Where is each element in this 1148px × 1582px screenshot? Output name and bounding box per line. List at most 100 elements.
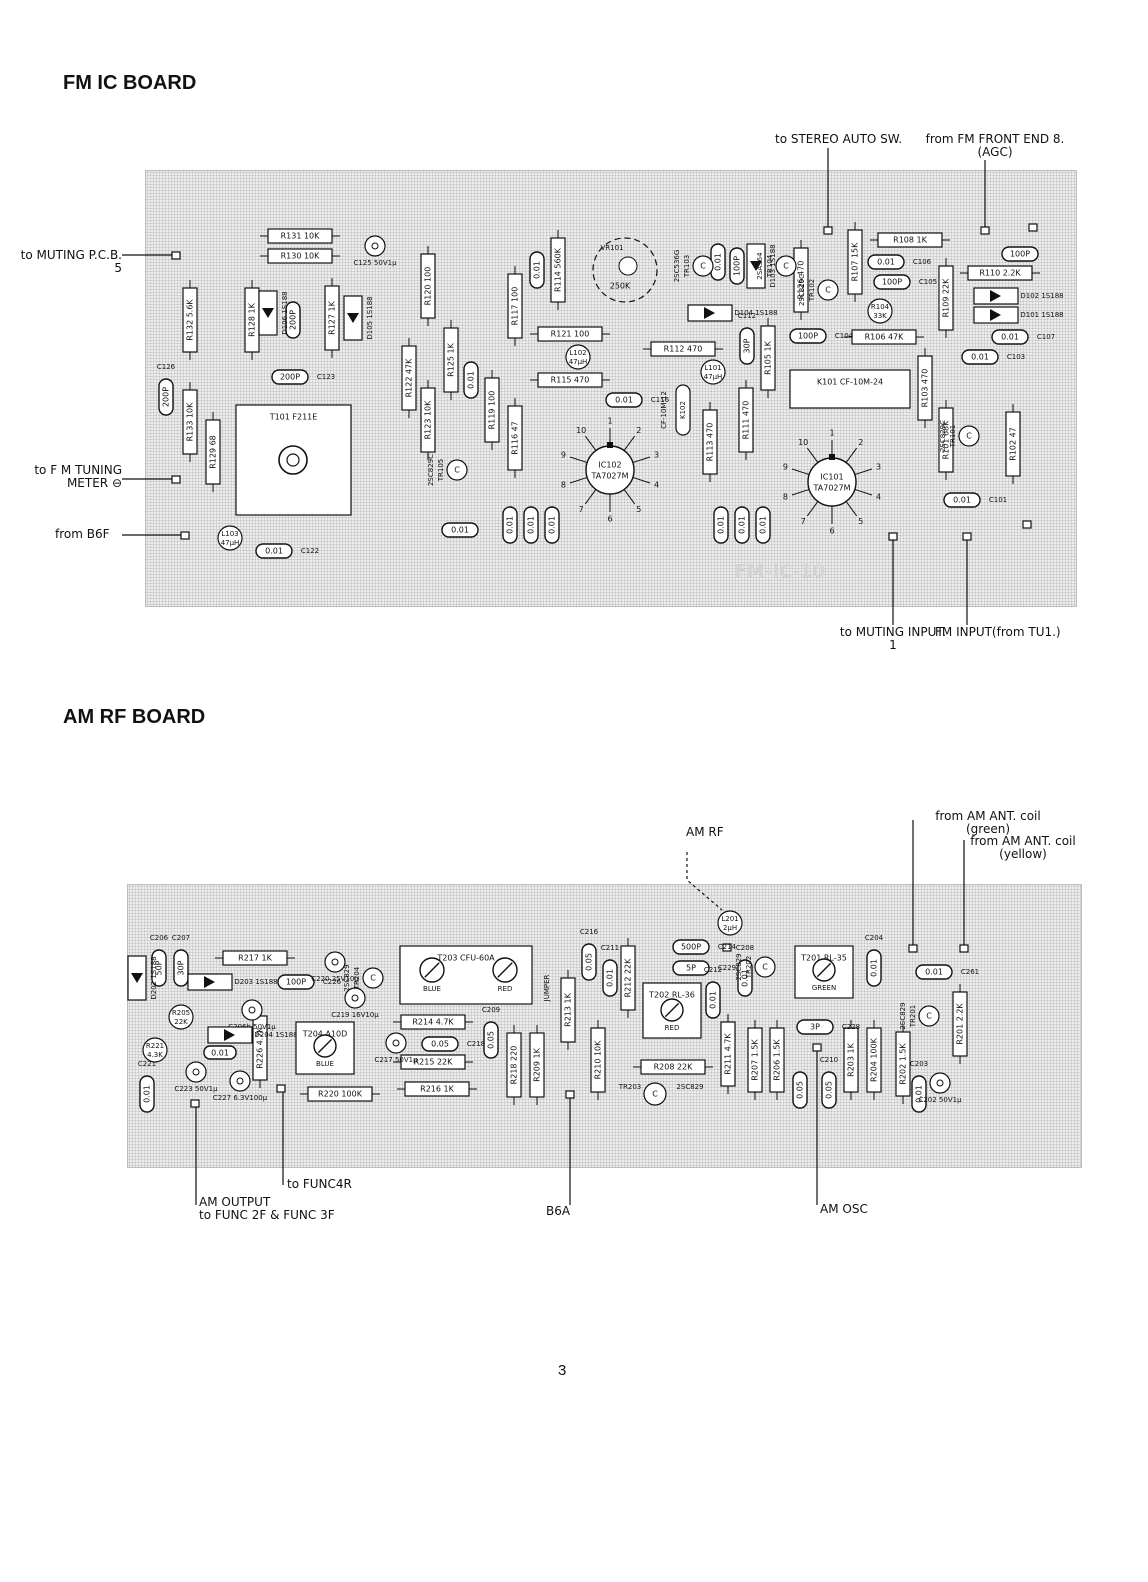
r128-label: R128 1K — [248, 302, 257, 336]
am-pad-func4r — [276, 1084, 286, 1093]
c106-value: 0.01 — [877, 258, 895, 267]
ic102-pin-lead — [569, 456, 588, 464]
resistor-r129: R129 68 — [205, 412, 221, 492]
fm-pad-stereo-auto-sw — [823, 226, 833, 235]
r123-body — [420, 387, 436, 453]
r203-label: R203 1K — [847, 1042, 856, 1076]
c203-ref: C203 — [910, 1060, 928, 1068]
r214-body — [400, 1014, 466, 1030]
c220-label: C220 25V10μ — [311, 975, 359, 983]
r205-ref: R205 — [172, 1009, 190, 1017]
resistor-r203: R203 1K — [843, 1020, 859, 1100]
r209-label: R209 1K — [533, 1047, 542, 1081]
c116-body — [605, 392, 643, 408]
r127-label: R127 1K — [328, 300, 337, 334]
r116-body — [507, 405, 523, 471]
r106-label: R106 47K — [865, 333, 905, 342]
r211-body — [720, 1021, 736, 1087]
am-pad-am-output — [190, 1099, 200, 1108]
capacitor-c108: 100P — [1001, 246, 1039, 262]
capacitor-c120: 0.01 — [441, 522, 479, 538]
capacitor-c121: 0.01 — [463, 361, 479, 399]
ic101-pin-number: 7 — [801, 517, 806, 526]
resistor-r108: R108 1K — [870, 232, 950, 248]
t101-slug — [286, 453, 300, 467]
tr104-body — [775, 255, 797, 277]
r110-body — [967, 265, 1033, 281]
resistor-r115: R115 470 — [530, 372, 610, 388]
fm-pad-muting-pcb — [171, 251, 181, 260]
l103-body — [217, 525, 243, 551]
d104-label: D104 1S188 — [734, 309, 777, 317]
r201-body — [952, 991, 968, 1057]
tr104-type: 2SA564 — [756, 252, 764, 280]
r123-label: R123 10K — [424, 400, 433, 440]
callout-to-muting-pcb: to MUTING P.C.B. 5 — [20, 248, 122, 275]
ic102-pin-lead — [632, 456, 651, 464]
r120-body — [420, 253, 436, 319]
capacitor-c111: 0.01 — [755, 506, 771, 544]
resistor-r105: R105 1K — [760, 318, 776, 398]
c209-value: 0.05 — [487, 1031, 496, 1049]
r126-body — [793, 247, 809, 313]
vr101-outline — [592, 237, 658, 303]
r108-label: R108 1K — [893, 236, 927, 245]
c228-body — [796, 1019, 834, 1035]
resistor-r113: R113 470 — [702, 402, 718, 482]
c217-pin — [392, 1039, 400, 1047]
c114-value: 0.01 — [714, 253, 723, 271]
ic101-pin-number: 8 — [783, 493, 788, 502]
c214-value: 500P — [681, 943, 701, 952]
resistor-r102: R102 47 — [1005, 404, 1021, 484]
r103-body — [917, 355, 933, 421]
c115-value: 0.01 — [506, 516, 515, 534]
tr203-ref: TR203 — [618, 1083, 642, 1091]
resistor-r209: R209 1K — [529, 1025, 545, 1105]
c210-ref: C210 — [820, 1056, 838, 1064]
ic102-pin-number: 4 — [654, 481, 659, 490]
fm-pad-spare-1 — [1028, 223, 1038, 232]
callout-am-osc: AM OSC — [820, 1202, 868, 1216]
resistor-r212: R212 22K — [620, 938, 636, 1018]
resistor-r120: R120 100 — [420, 246, 436, 326]
tr203-pin-c: C — [652, 1090, 658, 1099]
c205-body — [792, 1071, 808, 1109]
resistor-r132: R132 5.6K — [182, 280, 198, 360]
c118-body — [544, 506, 560, 544]
resistor-r210: R210 10K — [590, 1020, 606, 1100]
ic101-pin-number: 2 — [858, 438, 863, 447]
am-pad-ant-green — [908, 944, 918, 953]
tr102-body — [817, 279, 839, 301]
c212-ref: C212 — [704, 966, 722, 974]
c221-pill-body — [203, 1045, 237, 1060]
resistor-r112: R112 470 — [643, 341, 723, 357]
c204-value: 0.01 — [870, 959, 879, 977]
fm-pad-spare-2 — [1022, 520, 1032, 529]
c123-value: 200P — [280, 373, 300, 382]
r208-body — [640, 1059, 706, 1075]
r113-body — [702, 409, 718, 475]
r105-label: R105 1K — [764, 340, 773, 374]
r122-label: R122 47K — [405, 358, 414, 398]
diode-d106: D106 1S188 — [258, 290, 289, 336]
c227-pin — [236, 1077, 244, 1085]
callout-leader-lines — [122, 148, 986, 1205]
r130-label: R130 10K — [281, 252, 321, 261]
c204-body — [866, 949, 882, 987]
ic101-pin-number: 5 — [858, 517, 863, 526]
t203-color-blue: BLUE — [423, 985, 441, 993]
ic101-pin-lead — [845, 447, 858, 463]
